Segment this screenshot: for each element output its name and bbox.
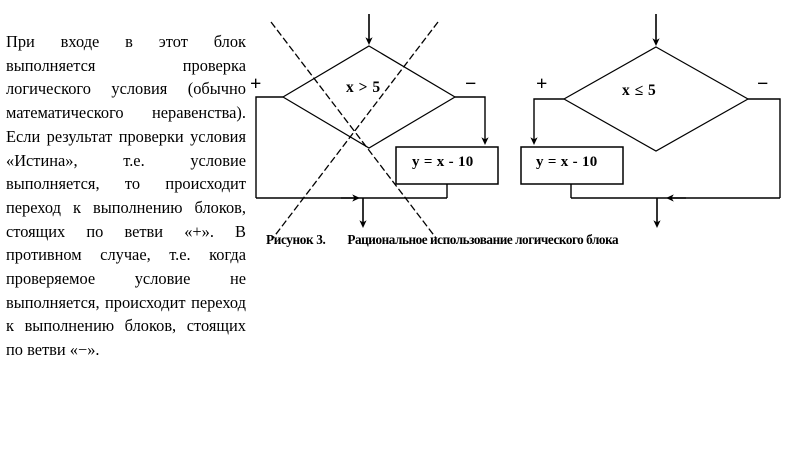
left-plus-branch — [255, 96, 283, 198]
flowchart-svg — [255, 14, 781, 239]
figure-caption-number: Рисунок 3. — [266, 232, 326, 247]
cross-out-stroke-2 — [272, 21, 439, 239]
right-process-label: y = x - 10 — [536, 154, 598, 170]
right-minus-branch — [748, 98, 781, 198]
right-decision-diamond — [562, 46, 750, 152]
left-process-label: y = x - 10 — [412, 154, 474, 170]
explanation-paragraph: При входе в этот блок выполняется провер… — [6, 32, 246, 360]
figure-caption: Рисунок 3. Рациональное использование лог… — [266, 232, 786, 248]
figure-caption-text: Рациональное использование логического б… — [347, 232, 619, 247]
right-plus-sign-label: + — [536, 73, 548, 95]
right-minus-sign-label: − — [757, 73, 769, 95]
right-process-box — [520, 146, 624, 185]
left-minus-branch — [455, 96, 489, 146]
left-minus-sign-label: − — [465, 73, 477, 95]
left-condition-label: x > 5 — [346, 79, 381, 96]
right-condition-label: x ≤ 5 — [622, 82, 657, 99]
left-diagram-group — [255, 14, 499, 239]
left-plus-sign-label: + — [250, 73, 262, 95]
right-plus-branch — [530, 98, 564, 146]
flowchart-figure: x > 5 x ≤ 5 y = x - 10 y = x - 10 + − + … — [246, 0, 800, 260]
left-decision-diamond — [281, 45, 457, 149]
cross-out-stroke-1 — [270, 21, 437, 239]
right-diagram-group — [520, 14, 781, 229]
